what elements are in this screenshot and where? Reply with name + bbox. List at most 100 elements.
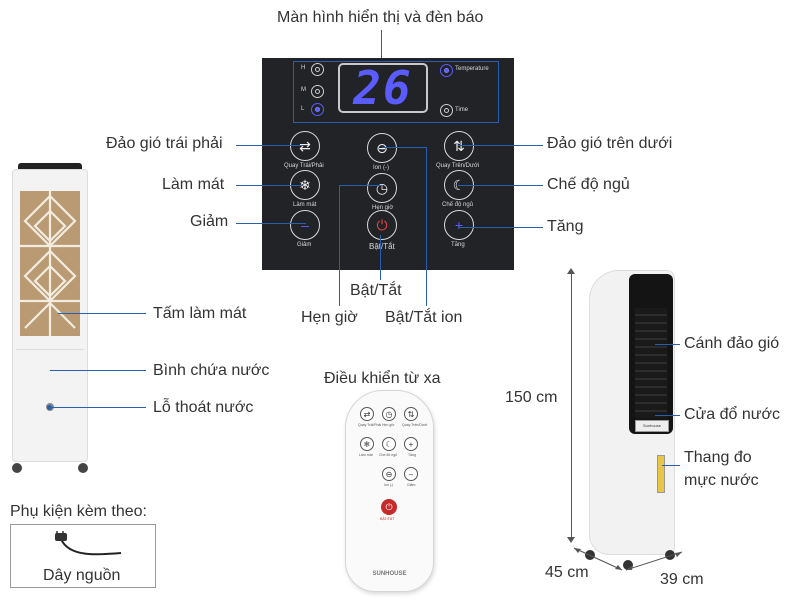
speed-l-indicator <box>311 103 324 116</box>
accessory-title: Phụ kiện kèm theo: <box>10 503 147 520</box>
speed-m-label: M <box>301 87 306 93</box>
power-leader <box>380 235 381 280</box>
timer-leader-h <box>339 185 382 186</box>
remote-increase-button[interactable]: + <box>404 437 418 451</box>
wheel-left <box>12 463 22 473</box>
ion-leader-v <box>426 147 427 306</box>
cooling-pad-grille <box>20 191 80 336</box>
decrease-text: Giảm <box>297 242 312 248</box>
pad-label: Tấm làm mát <box>153 305 247 322</box>
drain-dot <box>47 405 52 410</box>
base-dimensions <box>573 547 683 571</box>
speed-l-label: L <box>301 106 305 112</box>
width-label: 39 cm <box>660 571 704 588</box>
remote-ion-text: Ion (-) <box>384 483 394 487</box>
cable-label: Dây nguồn <box>43 567 121 584</box>
side-wheel-3 <box>665 550 675 560</box>
power-button[interactable]: ⏻ <box>367 210 397 240</box>
ion-button[interactable]: ⊖ <box>367 133 397 163</box>
height-arrow-bottom <box>567 537 575 543</box>
height-dimension <box>571 270 572 540</box>
swing-lr-label: Đảo gió trái phải <box>106 135 223 152</box>
led-display: 26 <box>338 63 428 113</box>
fill-leader <box>655 415 680 416</box>
fill-label: Cửa đổ nước <box>684 406 780 423</box>
louver-label: Cánh đảo gió <box>684 335 780 352</box>
display-leader <box>381 30 382 58</box>
remote-cool-button[interactable]: ❄ <box>360 437 374 451</box>
swing-ud-leader <box>458 145 543 146</box>
depth-label: 45 cm <box>545 564 589 581</box>
remote-cool-text: Làm mát <box>359 453 373 457</box>
remote-brand: SUNHOUSE <box>372 571 407 577</box>
cooler-front <box>12 163 88 475</box>
remote-swing-lr-text: Quay Trái/Phải <box>358 423 382 427</box>
increase-text: Tăng <box>451 242 465 248</box>
decrease-leader <box>236 223 306 224</box>
sleep-text: Chế độ ngủ <box>442 202 474 208</box>
timer-button[interactable]: ◷ <box>367 173 397 203</box>
speed-m-indicator <box>311 85 324 98</box>
sleep-label: Chế độ ngủ <box>547 176 630 193</box>
remote-timer-text: Hẹn giờ <box>382 423 395 427</box>
remote-increase-text: Tăng <box>408 453 416 457</box>
gauge-label-1: Thang đo <box>684 449 752 466</box>
swing-lr-button[interactable]: ⇄ <box>290 131 320 161</box>
display-frame <box>293 61 499 123</box>
cool-label: Làm mát <box>162 176 225 193</box>
side-wheel-2 <box>623 560 633 570</box>
cooler-top <box>18 163 82 171</box>
drain-label: Lỗ thoát nước <box>153 399 254 416</box>
gauge-leader <box>662 465 680 466</box>
remote-decrease-button[interactable]: – <box>404 467 418 481</box>
louver-slats <box>635 308 667 418</box>
remote-sleep-text: Chế độ ngủ <box>379 453 398 457</box>
swing-lr-text: Quay Trái/Phải <box>284 163 324 169</box>
time-label: Time <box>455 107 469 113</box>
temperature-indicator <box>440 64 453 77</box>
cool-text: Làm mát <box>293 202 317 208</box>
remote-swing-ud-button[interactable]: ⇅ <box>404 407 418 421</box>
height-arrow-top <box>567 268 575 274</box>
remote-swing-ud-text: Quay Trên/Dưới <box>402 423 428 427</box>
power-label: Bật/Tắt <box>350 282 402 299</box>
remote-label: Điều khiển từ xa <box>324 370 441 387</box>
remote-power-button[interactable]: ⏻ <box>381 499 397 515</box>
temperature-readout: 26 <box>353 61 413 115</box>
wheel-right <box>78 463 88 473</box>
sleep-leader <box>458 185 543 186</box>
cool-leader <box>236 185 302 186</box>
timer-leader-v <box>339 185 340 306</box>
remote-power-text: BẬT/TẮT <box>380 517 395 521</box>
pad-leader <box>58 313 146 314</box>
water-tank <box>16 349 84 460</box>
swing-ud-label: Đảo gió trên dưới <box>547 135 673 152</box>
speed-h-indicator <box>311 63 324 76</box>
swing-ud-button[interactable]: ⇅ <box>444 131 474 161</box>
remote-timer-button[interactable]: ◷ <box>382 407 396 421</box>
tank-leader <box>50 370 146 371</box>
remote-swing-lr-button[interactable]: ⇄ <box>360 407 374 421</box>
height-label: 150 cm <box>505 389 558 406</box>
tank-label: Bình chứa nước <box>153 362 270 379</box>
decrease-button[interactable]: – <box>290 210 320 240</box>
swing-ud-text: Quay Trên/Dưới <box>436 163 480 169</box>
power-cable-icon <box>55 531 122 556</box>
remote-ion-button[interactable]: ⊖ <box>382 467 396 481</box>
swing-lr-leader <box>236 145 302 146</box>
remote-sleep-button[interactable]: ☾ <box>382 437 396 451</box>
control-panel: H M L 26 Temperature Time ⇄ Quay Trái/Ph… <box>262 58 514 270</box>
cooler-side: Sunhouse <box>585 270 681 570</box>
ion-text: Ion (-) <box>373 165 390 171</box>
remote-decrease-text: Giảm <box>407 483 416 487</box>
temperature-label: Temperature <box>455 66 489 72</box>
timer-label: Hẹn giờ <box>301 309 358 326</box>
drain-leader <box>50 407 146 408</box>
gauge-label-2: mực nước <box>684 472 759 489</box>
increase-button[interactable]: + <box>444 210 474 240</box>
power-text: Bật/Tắt <box>369 242 395 251</box>
display-label: Màn hình hiển thị và đèn báo <box>277 9 484 26</box>
fill-door: Sunhouse <box>635 420 669 432</box>
water-gauge <box>657 455 665 493</box>
louver-leader <box>655 344 680 345</box>
